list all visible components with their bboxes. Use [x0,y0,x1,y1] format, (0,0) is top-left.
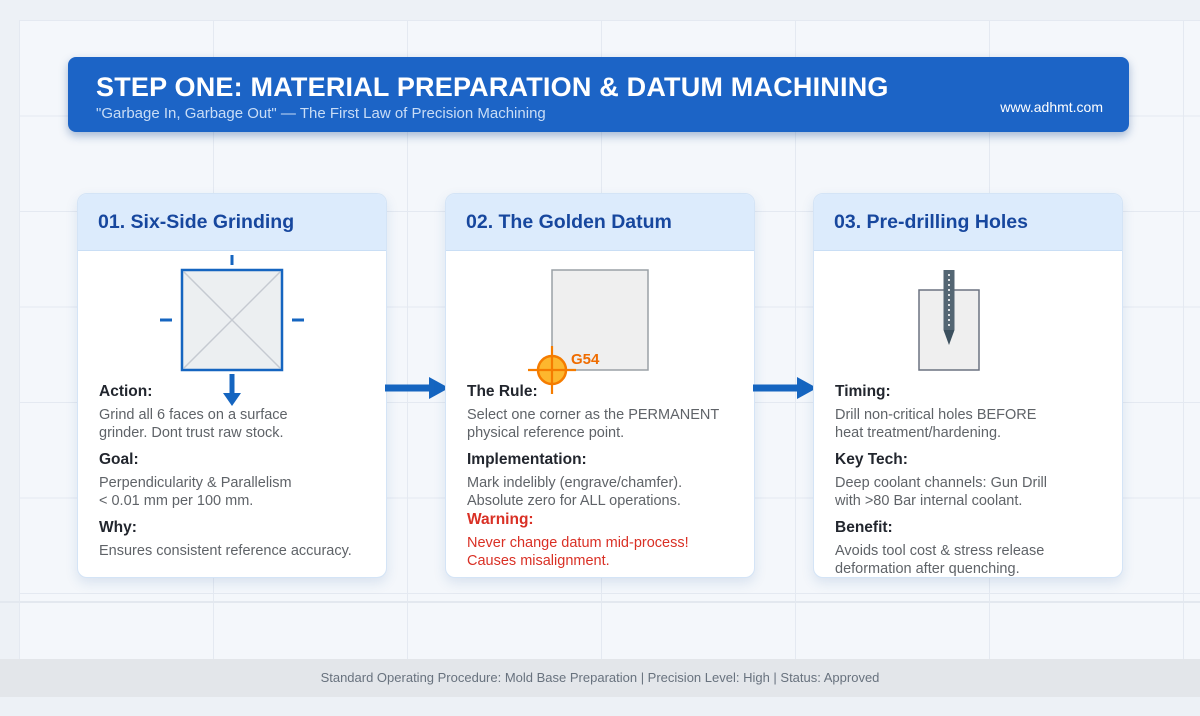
card-title: 01. Six-Side Grinding [98,211,295,233]
flow-arrow-icon [753,377,817,399]
section-text: Select one corner as the PERMANENT physi… [467,407,720,441]
card-header: 03. Pre-drilling Holes [814,194,1122,251]
ground-block-graphic [160,255,304,406]
section-label: Timing: [835,383,891,400]
card-pre-drilling-holes: 03. Pre-drilling Holes Timing: Drill non… [813,193,1123,578]
card-header: 01. Six-Side Grinding [78,194,386,251]
section-label: Why: [99,519,137,536]
card-body: Action: Grind all 6 faces on a surface g… [78,382,386,560]
card-body: The Rule: Select one corner as the PERMA… [446,382,754,570]
datum-block-graphic: G54 [528,269,649,394]
g54-label: G54 [571,351,600,368]
card-header: 02. The Golden Datum [446,194,754,251]
website-link[interactable]: www.adhmt.com [1000,99,1103,115]
drill-block-graphic [918,270,980,371]
section-label: The Rule: [467,383,538,400]
section-text: Grind all 6 faces on a surface grinder. … [99,407,288,441]
page-title: STEP ONE: MATERIAL PREPARATION & DATUM M… [96,72,889,102]
section-label: Key Tech: [835,451,908,468]
section-text: Ensures consistent reference accuracy. [99,543,352,559]
step-header-banner: STEP ONE: MATERIAL PREPARATION & DATUM M… [68,57,1129,132]
section-label: Benefit: [835,519,893,536]
section-text: Drill non-critical holes BEFORE heat tre… [835,407,1037,441]
footer-bar: Standard Operating Procedure: Mold Base … [0,659,1200,697]
card-title: 03. Pre-drilling Holes [834,211,1028,233]
drill-block-icon [814,251,1122,382]
section-label: Action: [99,383,153,400]
footer-text: Standard Operating Procedure: Mold Base … [320,670,880,685]
section-text: Mark indelibly (engrave/chamfer). Absolu… [467,475,683,509]
warning-text: Never change datum mid-process! Causes m… [467,535,689,569]
card-body: Timing: Drill non-critical holes BEFORE … [814,382,1122,578]
section-text: Perpendicularity & Parallelism < 0.01 mm… [99,475,292,509]
section-label: Goal: [99,451,139,468]
datum-target-icon: G54 [446,251,754,394]
card-golden-datum: 02. The Golden Datum G54 The Rule: Selec… [445,193,755,578]
section-label: Implementation: [467,451,587,468]
warning-section: Warning: Never change datum mid-process!… [467,510,733,570]
section-text: Avoids tool cost & stress release deform… [835,543,1045,577]
flow-arrow-icon [385,377,449,399]
card-six-side-grinding: 01. Six-Side Grinding Action: Grind all … [77,193,387,578]
card-title: 02. The Golden Datum [466,211,672,233]
six-side-ground-block-icon [78,251,386,406]
section-text: Deep coolant channels: Gun Drill with >8… [835,475,1047,509]
divider-line [0,601,1200,603]
page-subtitle: "Garbage In, Garbage Out" — The First La… [96,105,546,122]
warning-label: Warning: [467,511,534,528]
